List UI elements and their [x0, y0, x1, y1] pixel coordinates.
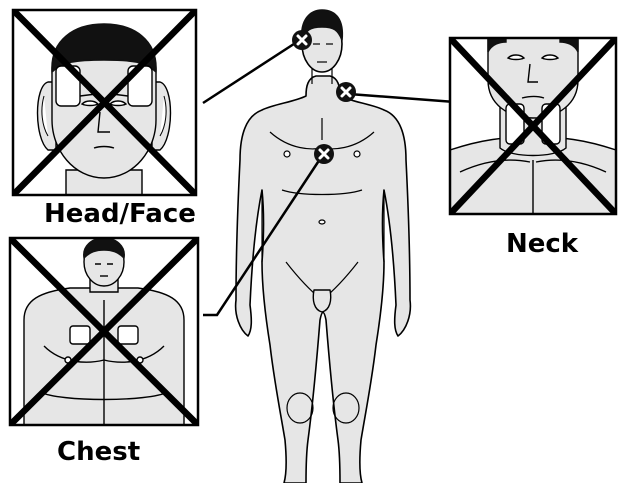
x-circle-icon [336, 82, 356, 102]
x-circle-icon [292, 30, 312, 50]
label-neck: Neck [506, 229, 579, 259]
leader-line-neck [349, 94, 455, 102]
panel-chest [10, 238, 198, 425]
x-circle-icon [314, 144, 334, 164]
label-head-face: Head/Face [44, 199, 196, 229]
leader-line-head [203, 40, 300, 103]
label-chest: Chest [57, 437, 140, 467]
panel-head-face [13, 10, 196, 195]
body-silhouette [236, 76, 411, 483]
panel-neck [450, 38, 616, 214]
